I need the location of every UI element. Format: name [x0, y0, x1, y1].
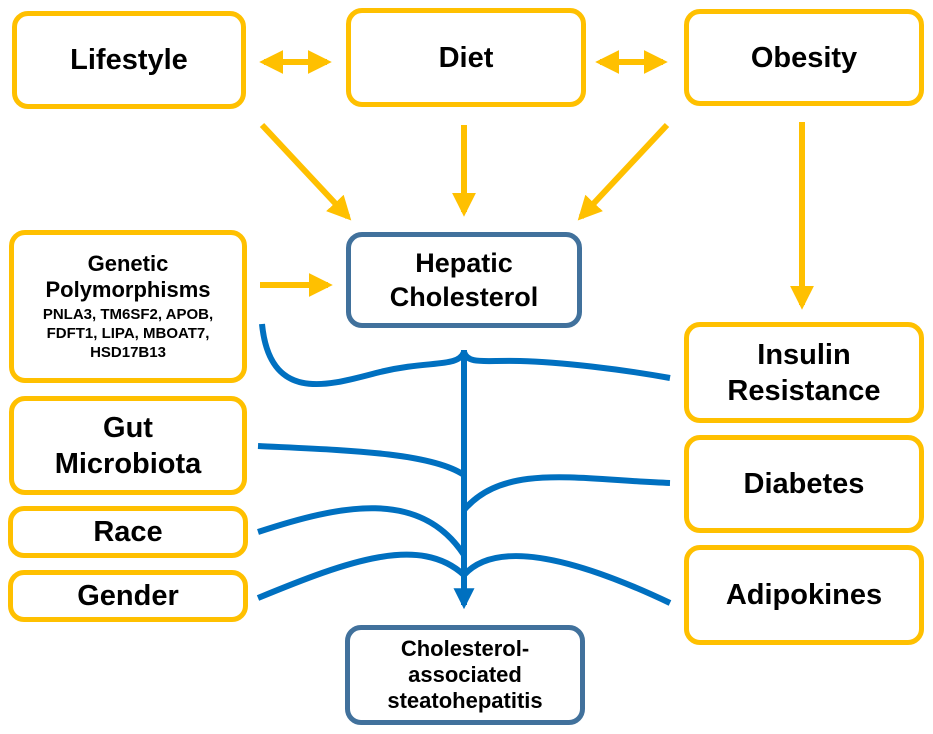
node-race-label: Race	[93, 516, 163, 548]
flow-insulin	[461, 350, 671, 381]
node-hepatic-cholesterol-label: Hepatic Cholesterol	[389, 248, 539, 312]
node-diet-label: Diet	[438, 41, 494, 74]
blue-flow-lines	[256, 323, 672, 610]
node-gender: Gender	[8, 570, 248, 622]
flow-diabetes	[461, 474, 671, 512]
flow-race	[257, 505, 467, 557]
node-gut-microbiota: Gut Microbiota	[9, 396, 247, 495]
node-gender-label: Gender	[77, 580, 179, 612]
flow-gender	[256, 551, 467, 601]
node-race: Race	[8, 506, 248, 558]
node-diabetes-label: Diabetes	[743, 468, 865, 500]
flow-genetic	[259, 323, 467, 388]
node-hepatic-cholesterol: Hepatic Cholesterol	[346, 232, 582, 328]
flow-gut	[257, 443, 466, 478]
node-insulin-resistance-label: Insulin Resistance	[727, 338, 881, 407]
node-diabetes: Diabetes	[684, 435, 924, 533]
node-genetic-title: Genetic Polymorphisms	[45, 251, 211, 302]
node-insulin-resistance: Insulin Resistance	[684, 322, 924, 423]
node-lifestyle-label: Lifestyle	[70, 44, 188, 76]
node-outcome-label: Cholesterol-associated steatohepatitis	[387, 636, 543, 713]
flow-adipokines	[461, 553, 672, 606]
arrow-lifestyle-hepatic	[259, 122, 352, 221]
node-genetic-genes: PNLA3, TM6SF2, APOB, FDFT1, LIPA, MBOAT7…	[42, 306, 214, 361]
node-obesity-label: Obesity	[750, 41, 858, 74]
arrow-obesity-hepatic	[577, 122, 670, 221]
yellow-arrows	[259, 50, 814, 310]
node-adipokines: Adipokines	[684, 545, 924, 645]
node-obesity: Obesity	[684, 9, 924, 106]
node-lifestyle: Lifestyle	[12, 11, 246, 109]
node-diet: Diet	[346, 8, 586, 107]
node-adipokines-label: Adipokines	[725, 579, 883, 611]
node-outcome: Cholesterol-associated steatohepatitis	[345, 625, 585, 725]
node-gut-microbiota-label: Gut Microbiota	[54, 411, 202, 480]
node-genetic-polymorphisms: Genetic Polymorphisms PNLA3, TM6SF2, APO…	[9, 230, 247, 383]
